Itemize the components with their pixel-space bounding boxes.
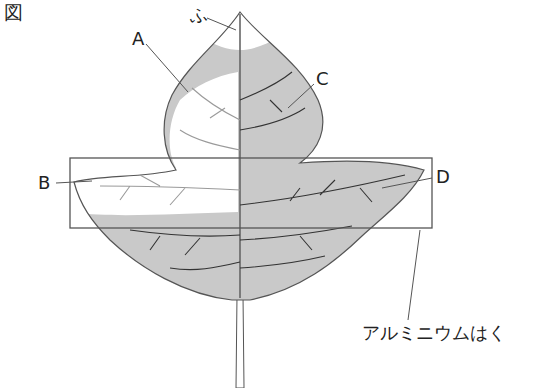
variegation-label: ふ [190,6,208,24]
variegated-area [70,0,280,215]
leader-lines [56,18,432,320]
part-letter: A [132,30,144,48]
leaf-outline [74,12,424,300]
part-letter: C [316,70,329,88]
foil-label: アルミニウムはく [362,324,506,342]
foil-rectangle [70,158,432,228]
leaf-green-part [74,12,424,300]
part-letter: B [38,174,50,192]
part-letter: D [436,168,450,186]
figure-title: 図 [4,3,23,22]
petiole [236,295,244,388]
leaf-veins [100,14,405,298]
